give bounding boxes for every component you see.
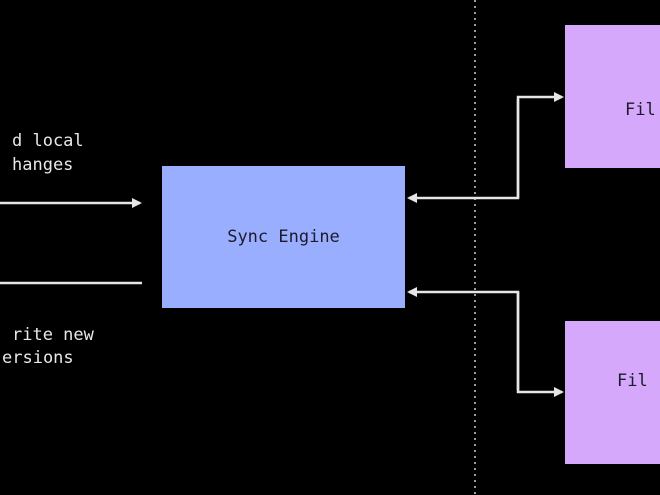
label-new-versions-line1: rite new [12,325,94,345]
file-node-top[interactable]: Fil [565,25,660,168]
file-node-bottom[interactable]: Fil [565,321,660,464]
label-local-changes-line2: hanges [12,155,74,175]
label-local-changes-line1: d local [12,131,84,151]
connector-bottom-file-to-sync [407,287,520,390]
file-node-bottom-label: Fil [617,371,648,391]
label-new-versions-line2: ersions [2,348,74,368]
sync-engine-node[interactable]: Sync Engine [162,166,405,308]
connector-top-file-to-sync [407,99,520,203]
file-node-top-label: Fil [625,100,656,120]
connector-sync-to-top-file [516,92,564,198]
connector-sync-to-bottom-file [516,292,564,397]
sync-engine-label: Sync Engine [227,227,340,247]
